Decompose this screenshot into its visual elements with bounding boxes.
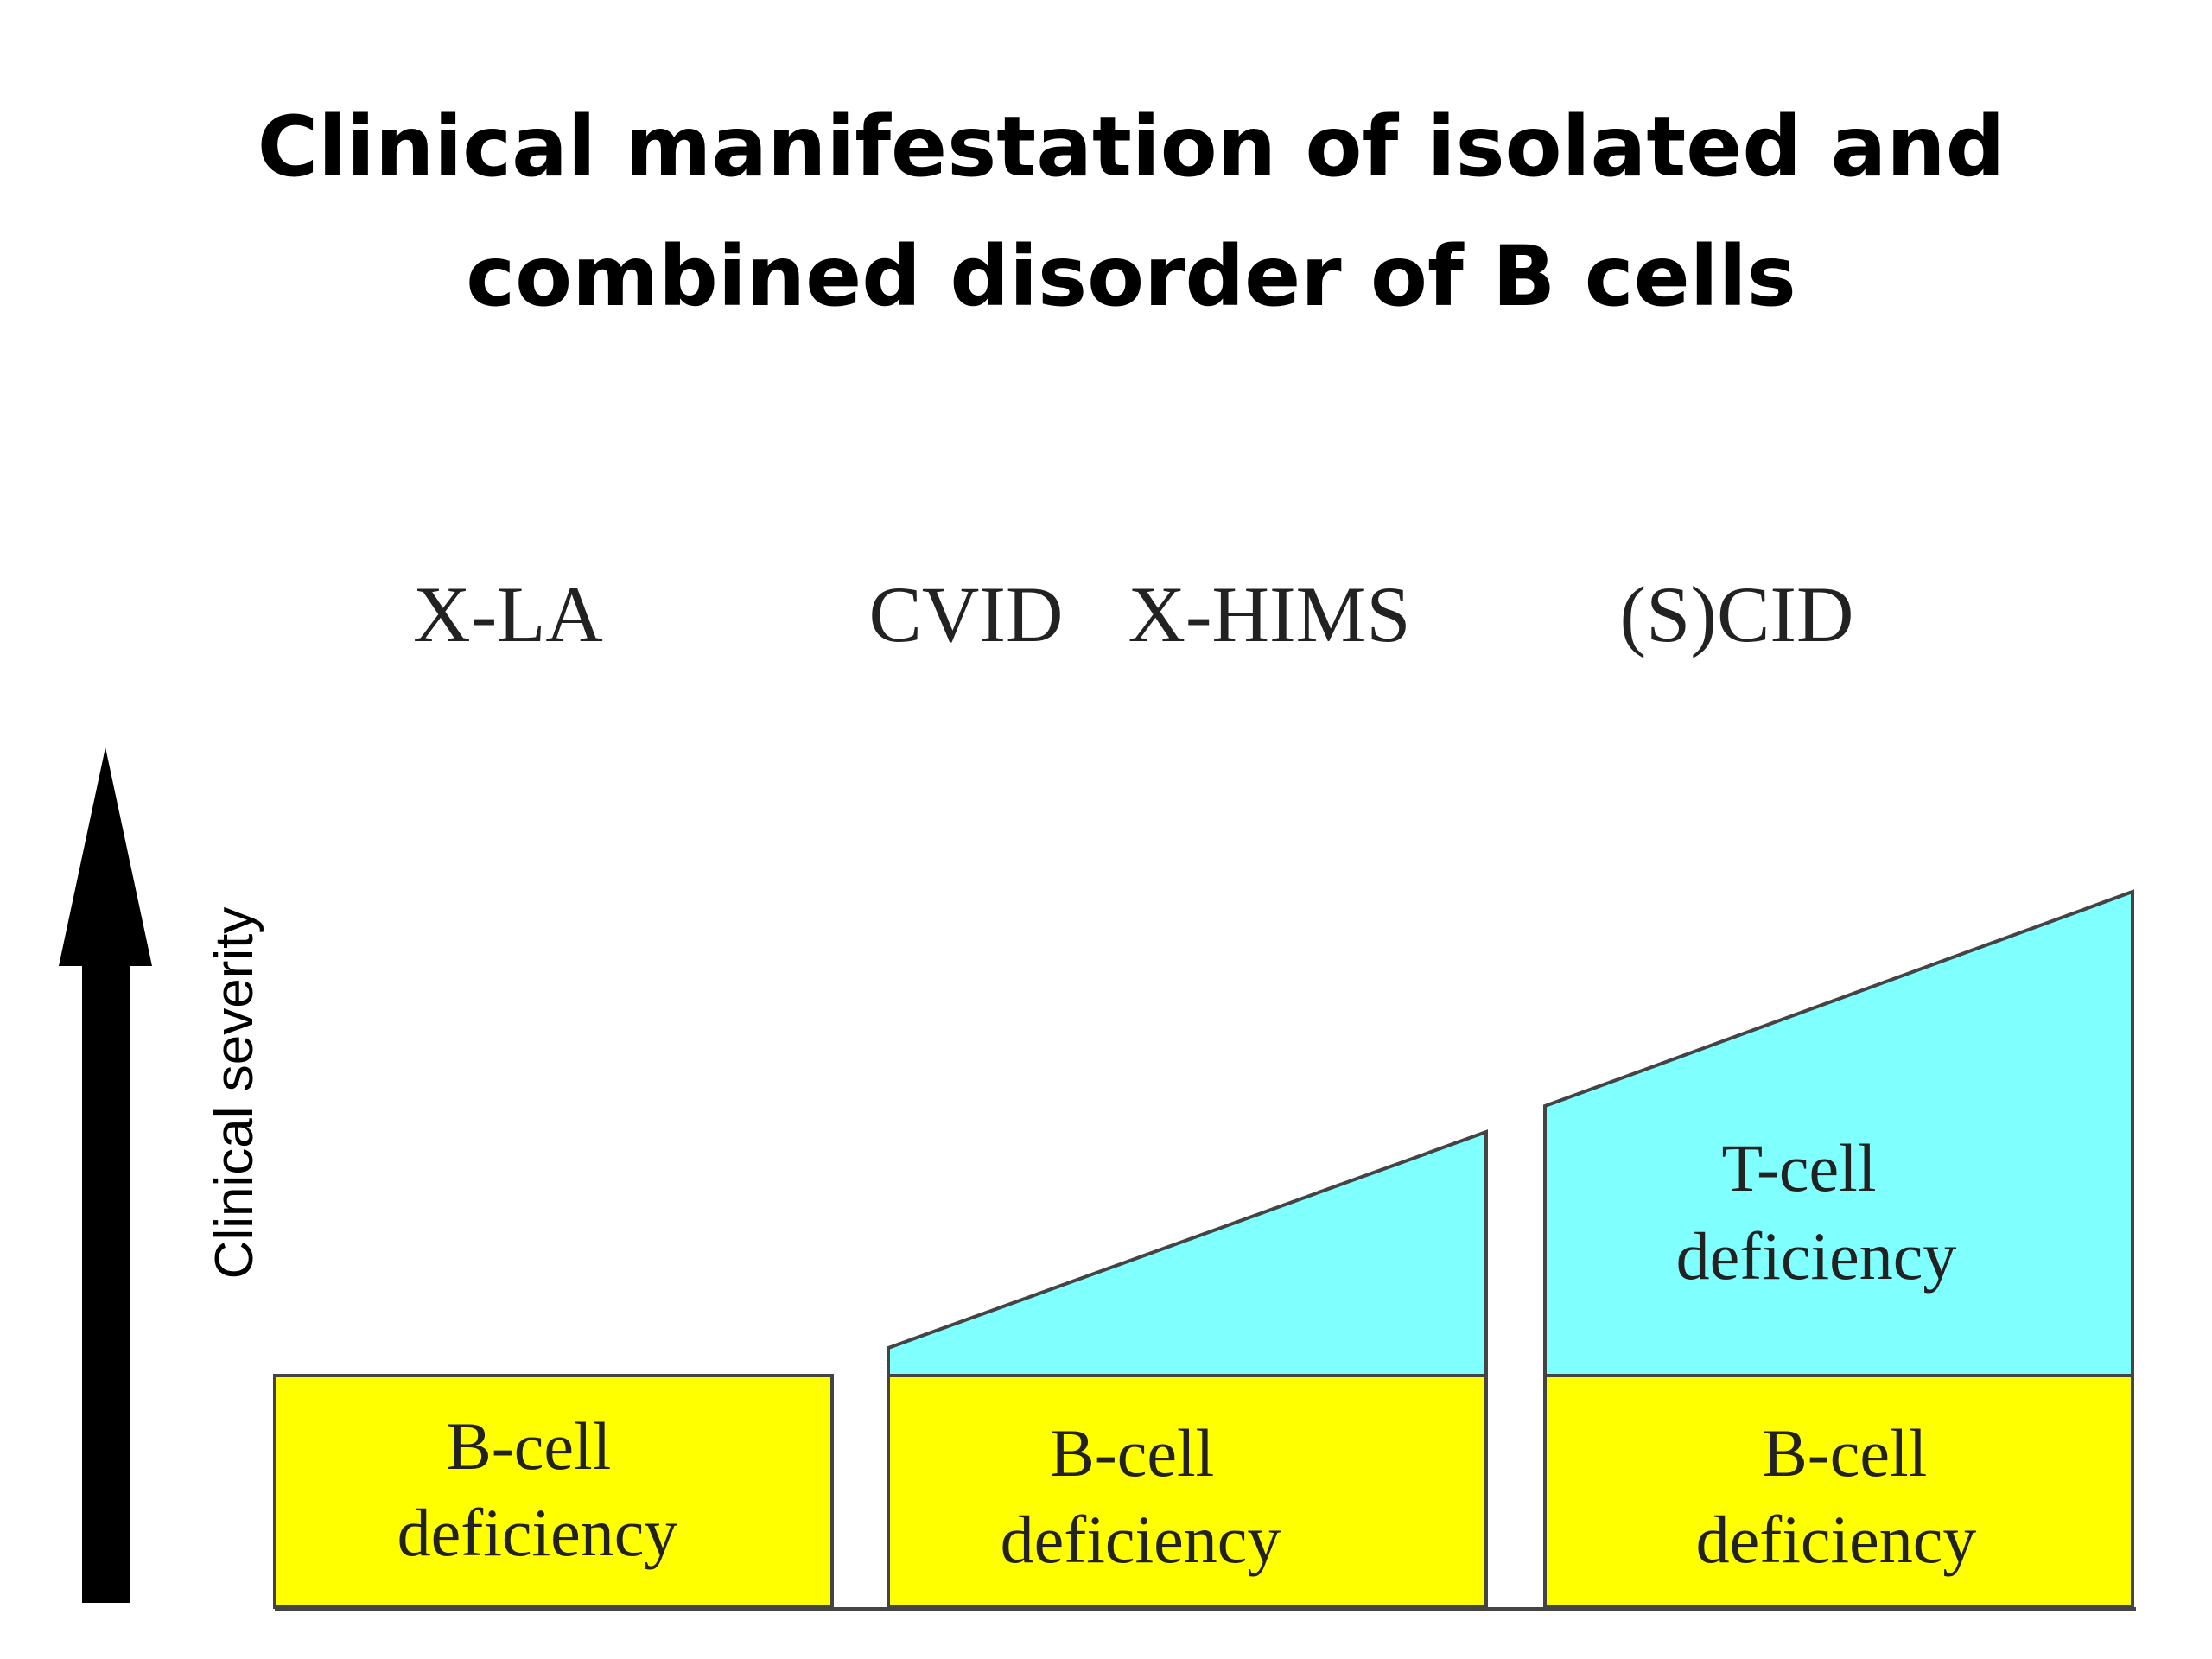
severity-arrow — [59, 747, 152, 1603]
b-cell-label-cvid-line1: B-cell — [1050, 1415, 1215, 1491]
title-line-2: combined disorder of B cells — [466, 228, 1796, 325]
b-cell-label-scid-line2: deficiency — [1696, 1502, 1977, 1577]
b-cell-box-cvid — [887, 1374, 1488, 1609]
column-cvid-xhims: B-cell deficiency — [887, 1129, 1488, 1609]
b-cell-label-xla-line1: B-cell — [447, 1408, 612, 1484]
t-cell-label-scid-line1: T-cell — [1721, 1130, 1876, 1205]
severity-arrow-head — [59, 747, 152, 966]
t-cell-wedge-cvid — [887, 1129, 1488, 1377]
category-label-scid: (S)CID — [1620, 570, 1854, 658]
b-cell-label-cvid-line2: deficiency — [1001, 1502, 1281, 1577]
category-label-cvid: CVID — [869, 570, 1064, 658]
t-cell-label-scid-line2: deficiency — [1676, 1218, 1957, 1294]
page-title: Clinical manifestation of isolated and c… — [0, 82, 2212, 341]
severity-arrow-shaft — [82, 963, 130, 1603]
title-line-1: Clinical manifestation of isolated and — [257, 99, 2005, 195]
category-label-xhims: X-HIMS — [1128, 570, 1410, 658]
b-cell-label-xla-line2: deficiency — [397, 1495, 678, 1570]
category-label-xla: X-LA — [413, 570, 603, 658]
b-cell-label-scid-line1: B-cell — [1763, 1415, 1928, 1491]
axis-label: Clinical severity — [205, 907, 264, 1280]
b-cell-box-scid — [1543, 1374, 2134, 1609]
column-xla: B-cell deficiency — [273, 1374, 834, 1609]
column-scid: T-cell deficiency B-cell deficiency — [1543, 889, 2134, 1609]
